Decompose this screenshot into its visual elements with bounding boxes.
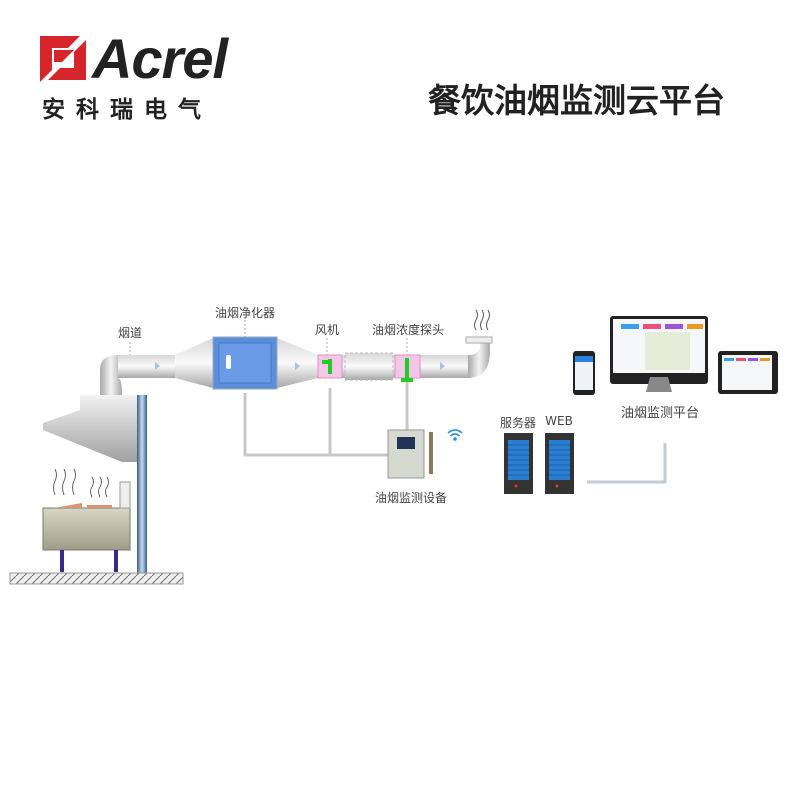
server-rack-icon <box>504 433 533 494</box>
wifi-icon <box>447 429 463 441</box>
label-web: WEB <box>545 414 573 428</box>
web-server-rack-icon <box>545 433 574 494</box>
signal-wires <box>243 380 667 484</box>
stove <box>42 468 131 572</box>
logo-cn-name: 安科瑞电气 <box>42 97 212 123</box>
support-pole <box>137 395 147 575</box>
purifier <box>212 336 278 390</box>
tablet-icon <box>718 351 778 394</box>
label-platform: 油烟监测平台 <box>620 406 700 421</box>
logo-mark-icon <box>40 36 86 82</box>
label-monitoring-device: 油烟监测设备 <box>374 491 448 505</box>
smartphone-icon <box>573 351 595 395</box>
label-duct: 烟道 <box>117 326 143 340</box>
label-probe: 油烟浓度探头 <box>371 323 445 337</box>
page-title: 餐饮油烟监测云平台 <box>428 81 725 120</box>
label-server: 服务器 <box>499 416 537 430</box>
duct <box>100 309 493 395</box>
label-fan: 风机 <box>314 323 340 337</box>
logo-brand-text: Acrel <box>92 27 228 90</box>
floor <box>9 572 184 585</box>
range-hood <box>43 395 137 462</box>
desktop-monitor-icon <box>610 316 708 392</box>
monitoring-device-icon <box>387 429 433 479</box>
label-purifier: 油烟净化器 <box>214 306 276 320</box>
